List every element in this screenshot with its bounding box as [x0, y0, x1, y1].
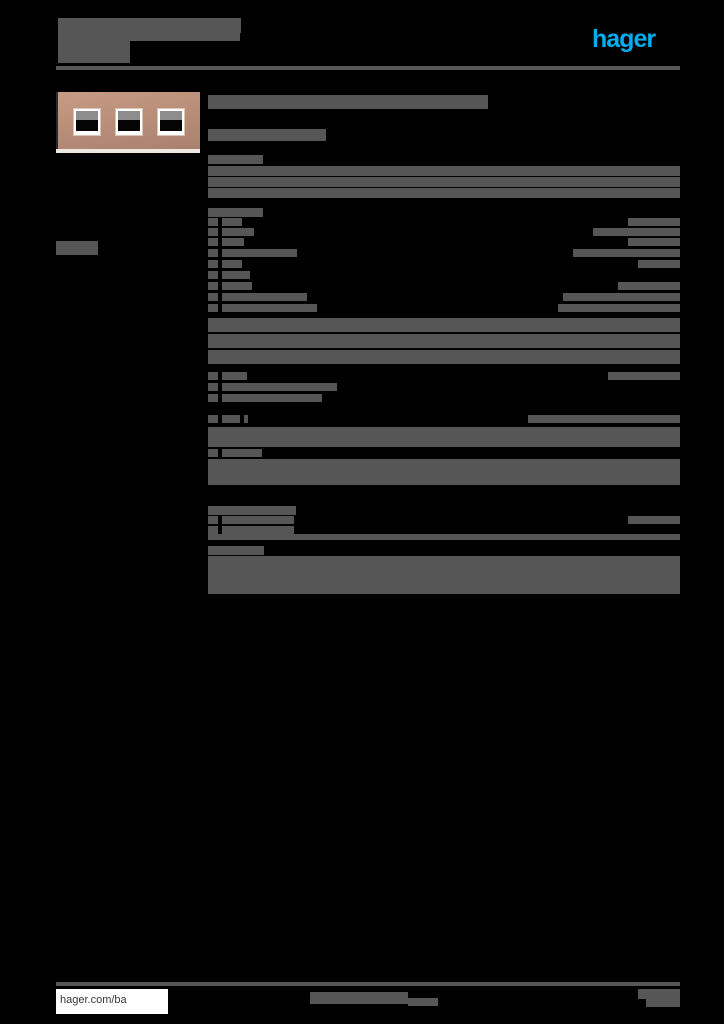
technical-data-block-line	[638, 260, 680, 268]
technical-data-block-line	[558, 304, 680, 312]
frame-window	[116, 109, 142, 135]
packaging-block-line	[222, 526, 294, 534]
technical-data-block-line	[208, 260, 218, 268]
description-block-heading	[208, 155, 263, 164]
notes-block-line	[208, 556, 680, 594]
technical-data-block-line	[208, 249, 218, 257]
standards-block-line	[528, 415, 680, 423]
technical-data-block-line	[628, 238, 680, 246]
technical-data-block-line	[208, 238, 218, 246]
packaging-block-line	[628, 516, 680, 524]
technical-data-block-line	[222, 282, 252, 290]
footer-page-number	[646, 999, 680, 1007]
technical-data-block-line	[208, 304, 218, 312]
footer-url-box[interactable]: hager.com/ba	[56, 989, 168, 1014]
dimensions-block	[208, 318, 680, 366]
technical-data-block-line	[222, 218, 242, 226]
technical-data-block-line	[208, 282, 218, 290]
footer-url-text: hager.com/ba	[60, 994, 127, 1006]
materials-block-line	[208, 372, 218, 380]
technical-data-block-line	[208, 271, 218, 279]
technical-data-block-line	[208, 228, 218, 236]
technical-data-block-line	[222, 260, 242, 268]
document-title-line-3	[58, 46, 130, 63]
footer-center-text	[310, 992, 408, 1004]
document-title-line-2-extra	[130, 33, 240, 41]
page-title	[208, 95, 488, 109]
packaging-block-heading	[208, 506, 296, 515]
header-divider	[56, 66, 680, 70]
description-block-line	[208, 188, 680, 198]
technical-data-block-line	[222, 271, 250, 279]
standards-block-line	[222, 449, 262, 457]
technical-data-block-line	[618, 282, 680, 290]
hager-logo: hager	[592, 25, 656, 53]
footer-right-text	[638, 989, 680, 999]
technical-data-block	[208, 208, 680, 313]
document-title-line-2	[58, 33, 130, 46]
technical-data-block-line	[593, 228, 680, 236]
technical-data-block-line	[628, 218, 680, 226]
dimensions-block-line	[208, 318, 680, 332]
materials-block-line	[222, 394, 322, 402]
standards-block-line	[208, 449, 218, 457]
technical-data-block-line	[208, 293, 218, 301]
standards-block-line	[222, 415, 240, 423]
footer-center-text-secondary	[408, 998, 438, 1006]
standards-block-line	[208, 459, 680, 485]
document-title-line-1	[58, 18, 241, 33]
standards-block-line	[208, 427, 680, 447]
packaging-block-line	[222, 516, 294, 524]
standards-block-line	[244, 415, 248, 423]
description-block-line	[208, 177, 680, 187]
technical-data-block-line	[222, 249, 297, 257]
technical-data-block-line	[222, 293, 307, 301]
standards-block	[208, 415, 680, 485]
packaging-block	[208, 506, 680, 540]
page-header: hager	[0, 0, 724, 76]
packaging-block-line	[208, 534, 680, 540]
dimensions-block-line	[208, 334, 680, 348]
materials-block-line	[608, 372, 680, 380]
packaging-block-line	[208, 516, 218, 524]
packaging-block-line	[208, 526, 218, 534]
description-block-line	[208, 166, 680, 176]
technical-data-block-line	[208, 218, 218, 226]
page-subtitle	[208, 129, 326, 141]
technical-data-block-line	[222, 228, 254, 236]
notes-block	[208, 546, 680, 594]
materials-block-line	[208, 394, 218, 402]
materials-block	[208, 372, 680, 410]
sidebar-note-label	[56, 241, 98, 255]
product-image-triple-cover-frame	[56, 92, 200, 152]
materials-block-line	[222, 383, 337, 391]
dimensions-block-line	[208, 350, 680, 364]
technical-data-block-line	[222, 238, 244, 246]
technical-data-block-line	[563, 293, 680, 301]
product-image-baseline	[56, 149, 200, 153]
frame-window	[158, 109, 184, 135]
technical-data-block-line	[573, 249, 680, 257]
footer-divider	[56, 982, 680, 986]
materials-block-line	[222, 372, 247, 380]
description-block	[208, 155, 680, 201]
technical-data-block-heading	[208, 208, 263, 217]
standards-block-line	[208, 415, 218, 423]
technical-data-block-line	[222, 304, 317, 312]
materials-block-line	[208, 383, 218, 391]
frame-window	[74, 109, 100, 135]
notes-block-heading	[208, 546, 264, 555]
